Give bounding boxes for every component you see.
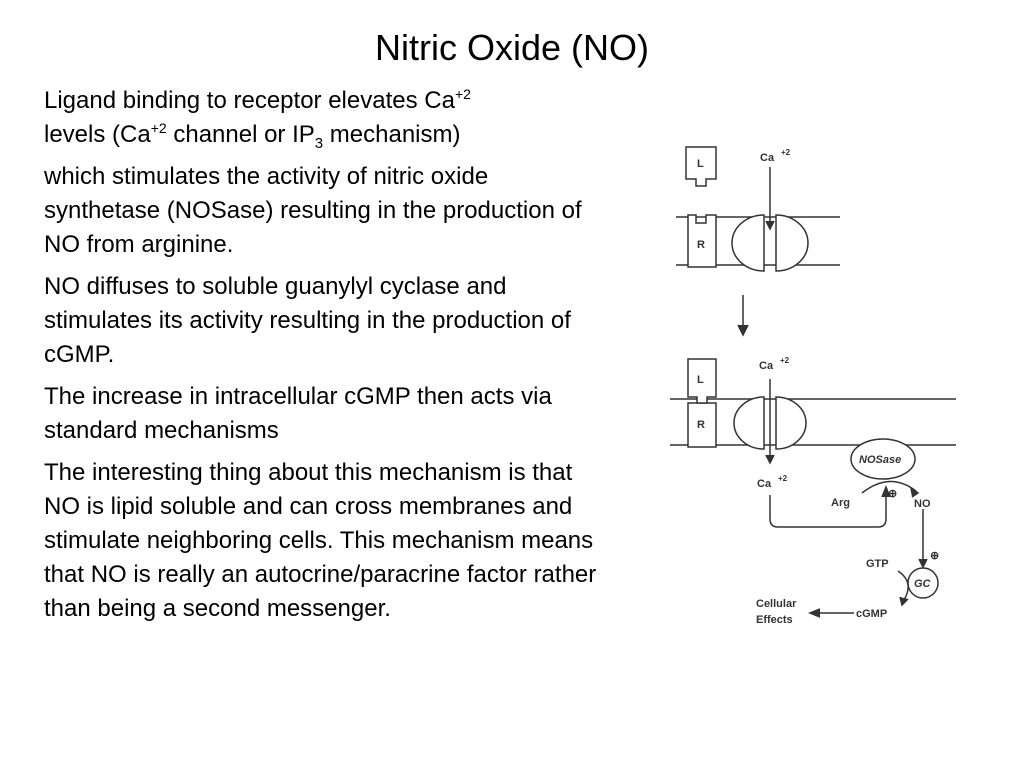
ca-charge-top: +2 — [781, 148, 791, 157]
paragraph-1: Ligand binding to receptor elevates Ca+2… — [44, 86, 471, 152]
arg-label: Arg — [831, 497, 850, 509]
receptor-label-bottom: R — [697, 419, 705, 431]
plus-gc-icon: ⊕ — [930, 550, 939, 562]
no-label: NO — [914, 498, 931, 510]
no-signaling-diagram: L R Ca +2 L R Ca +2 Ca +2 NOSase Arg ⊕ N… — [670, 146, 956, 626]
channel-left-bottom — [733, 396, 765, 450]
ligand-label-bottom: L — [697, 374, 704, 386]
channel-right-top — [775, 214, 809, 272]
ca-label-bottom: Ca — [757, 478, 772, 490]
ca-label-bottom-top: Ca — [759, 360, 774, 372]
page-title: Nitric Oxide (NO) — [374, 27, 649, 68]
channel-left-top — [731, 214, 765, 272]
paragraph-4: The increase in intracellular cGMP then … — [44, 383, 552, 444]
paragraph-3: NO diffuses to soluble guanylyl cyclase … — [44, 273, 571, 368]
ca-label-top: Ca — [760, 152, 775, 164]
gtp-to-cgmp-arrowhead — [899, 596, 909, 607]
effects-label-line2: Effects — [756, 614, 793, 626]
no-to-gc-arrowhead — [918, 558, 928, 569]
nosase-shape — [850, 438, 916, 480]
cgmp-label: cGMP — [856, 608, 887, 620]
receptor-label-top: R — [697, 239, 705, 251]
ligand-shape-bottom — [687, 358, 717, 404]
paragraph-5: The interesting thing about this mechani… — [44, 459, 597, 622]
ca-to-nosase-arrowhead — [881, 484, 891, 498]
ca-charge-bottom: +2 — [778, 474, 788, 483]
arg-to-no-arrowhead — [909, 486, 920, 498]
ca-to-nosase-path — [769, 491, 887, 528]
nosase-label: NOSase — [859, 454, 901, 466]
gc-label: GC — [914, 578, 932, 590]
ca-arrowhead-top — [765, 220, 775, 231]
ligand-label-top: L — [697, 158, 704, 170]
body-text: Ligand binding to receptor elevates Ca+2… — [44, 84, 604, 634]
ca-charge-bottom-top: +2 — [780, 356, 790, 365]
ligand-shape-top — [685, 146, 717, 187]
cgmp-to-effects-arrowhead — [807, 608, 821, 618]
transition-arrowhead — [737, 324, 749, 337]
effects-label-line1: Cellular — [756, 598, 797, 610]
gtp-label: GTP — [866, 558, 889, 570]
channel-right-bottom — [775, 396, 807, 450]
receptor-shape-top — [687, 214, 717, 268]
paragraph-2: which stimulates the activity of nitric … — [44, 163, 582, 258]
ca-arrowhead-bottom — [765, 454, 775, 465]
plus-arg-icon: ⊕ — [888, 488, 897, 500]
